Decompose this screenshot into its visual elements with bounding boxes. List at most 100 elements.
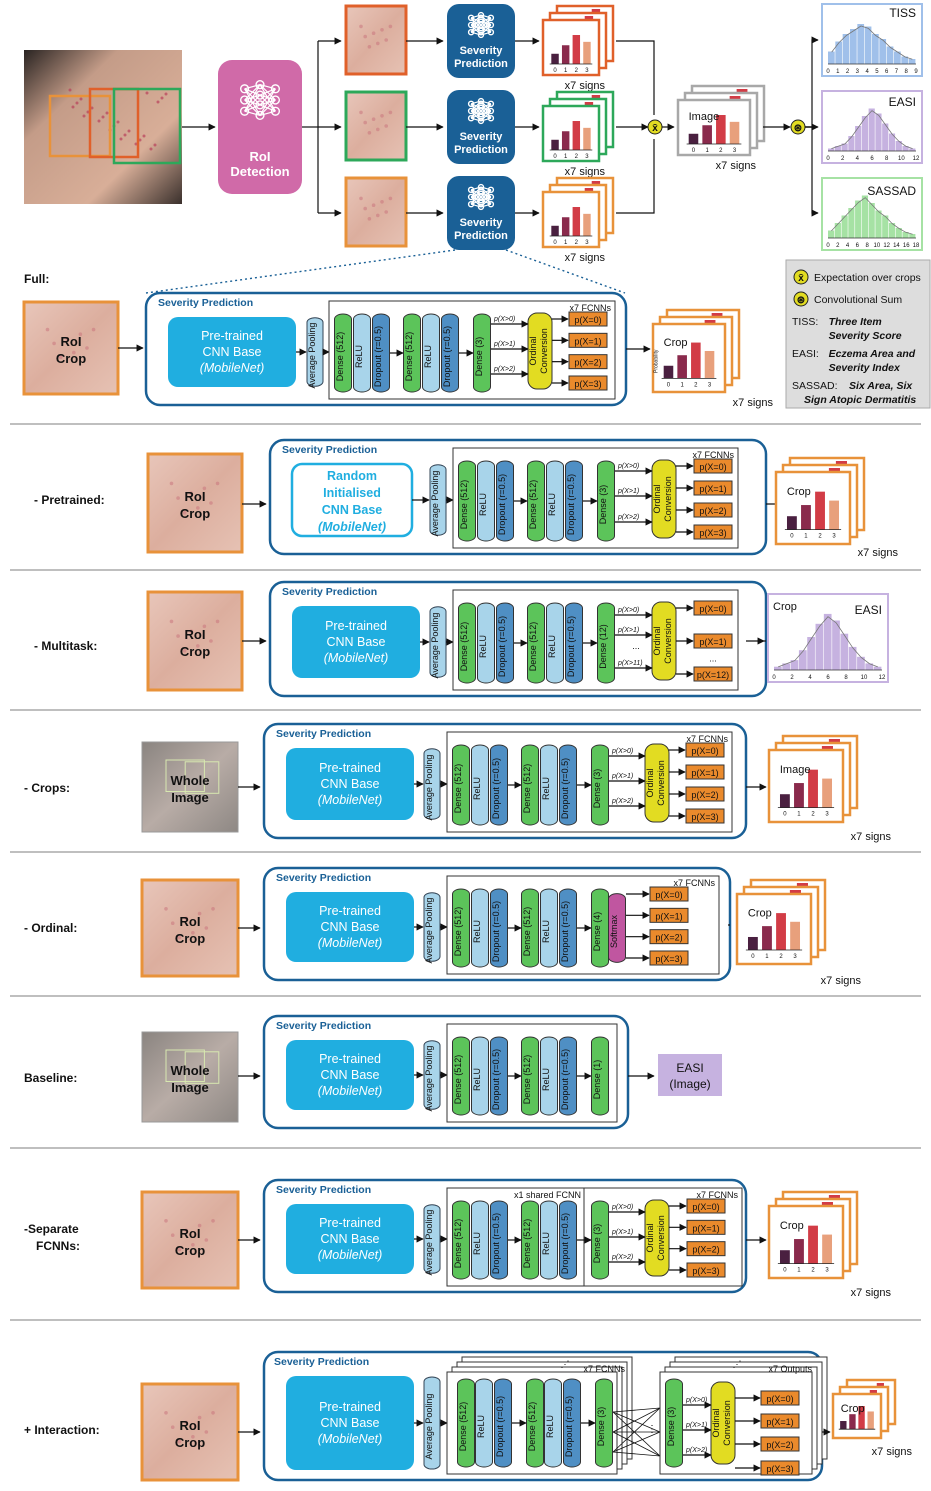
connector	[616, 40, 655, 115]
histogram-bar	[798, 650, 807, 670]
signs-label: x7 signs	[872, 1446, 913, 1458]
crop-label: RoI	[180, 1226, 201, 1241]
layer-label: Dropout (r=0.5)	[560, 1213, 570, 1274]
layer-label: Dense (4)	[592, 912, 602, 952]
network-layer: Dense (512)	[521, 744, 539, 826]
lesion-dot	[197, 1415, 202, 1420]
network-layer: ReLU	[540, 1200, 558, 1280]
lesion-dot	[376, 127, 380, 132]
histogram-bar	[855, 126, 862, 151]
lesion-dot	[170, 1425, 175, 1429]
histogram-bar	[909, 234, 916, 238]
tick-label: 1	[804, 534, 808, 540]
crop-label: Crop	[180, 644, 210, 659]
bar	[747, 936, 758, 950]
crop-label: RoI	[61, 334, 82, 349]
lesion-dot	[209, 639, 213, 643]
output-label: p(X=3)	[766, 1464, 793, 1474]
histogram-bar	[864, 26, 872, 64]
layer-label: Dense (3)	[598, 485, 608, 525]
cnn-label: CNN Base	[320, 777, 379, 791]
network-layer: Dropout (r=0.5)	[496, 602, 514, 684]
cnn-base-box	[286, 1204, 414, 1274]
network-layer: ReLU	[353, 313, 371, 393]
layer-label: Dense (12)	[598, 624, 608, 669]
ordinal-label: Ordinal	[528, 336, 538, 365]
network-layer: Average Pooling	[423, 892, 441, 963]
neural-network-icon	[239, 79, 281, 121]
cnn-label: CNN Base	[320, 1068, 379, 1082]
tick-label: 16	[903, 243, 910, 249]
histogram-bar	[873, 666, 882, 670]
histogram-bar	[908, 59, 916, 64]
layer-label: Dense (3)	[474, 337, 484, 377]
score-label: EASI	[855, 603, 882, 617]
severity-prediction-label: Severity	[460, 131, 504, 143]
cnn-base-box	[168, 317, 296, 387]
layer-pill	[597, 602, 615, 684]
network-layer: Average Pooling	[423, 1204, 441, 1275]
tick-label: 2	[575, 154, 579, 160]
tick-label: 3	[856, 69, 860, 75]
tick-label: 8	[905, 69, 909, 75]
lesion-dot	[197, 1223, 202, 1228]
layer-label: Dropout (r=0.5)	[442, 326, 452, 387]
layer-label: ReLU	[541, 1232, 551, 1255]
layer-label: Dense (512)	[458, 1402, 468, 1452]
roi-crop-image	[22, 300, 120, 396]
bar-cap	[584, 102, 594, 105]
signs-label: x7 signs	[716, 160, 757, 172]
lesion-dot	[384, 124, 389, 128]
expectation-icon	[793, 269, 809, 285]
layer-label: Dropout (r=0.5)	[491, 1049, 501, 1110]
cnn-label: (MobileNet)	[318, 1084, 383, 1098]
threshold-label: p(X>2)	[493, 366, 515, 373]
bar	[762, 926, 772, 950]
layer-label: ReLU	[541, 1068, 551, 1091]
conv-sum-symbol: ⊛	[794, 123, 802, 134]
tick-label: 2	[779, 954, 783, 960]
network-layer: Dropout (r=0.5)	[496, 460, 514, 542]
output-box	[693, 458, 733, 474]
legend-text: Three Item	[829, 316, 882, 328]
lesion-dot	[145, 91, 149, 95]
histogram-bar	[840, 633, 849, 670]
network-layer: ReLU	[546, 602, 564, 684]
network-layer: Dense (512)	[527, 460, 545, 542]
layer-label: Dropout (r=0.5)	[560, 901, 570, 962]
chart-card	[735, 892, 813, 966]
layer-label: Average Pooling	[424, 755, 434, 821]
histogram-bar	[888, 223, 896, 238]
lesion-dot	[376, 41, 380, 46]
expectation-symbol: x̄	[652, 123, 658, 134]
bar-cap	[828, 468, 840, 471]
fcnn-label: x7 FCNNs	[583, 1364, 625, 1374]
lesion-dot	[82, 114, 86, 118]
cnn-label: (MobileNet)	[318, 1432, 383, 1446]
easi-output-label: EASI	[676, 1061, 703, 1075]
lesion-dot	[359, 24, 363, 29]
network-layer: ReLU	[540, 744, 558, 826]
layer-pill	[471, 744, 489, 826]
network-layer: Dense (512)	[526, 1378, 544, 1468]
lesion-dot	[204, 1238, 209, 1242]
chart-label: Crop	[780, 1220, 804, 1232]
lesion-dot	[388, 24, 393, 29]
histogram-bar	[834, 146, 841, 151]
tick-label: 0	[553, 68, 557, 74]
roi-crop-image	[140, 1382, 240, 1482]
crop-label: RoI	[180, 914, 201, 929]
tick-label: 3	[585, 68, 589, 74]
lesion-dot	[169, 481, 174, 486]
threshold-label: p(X>1)	[617, 627, 639, 634]
output-label: p(X=0)	[574, 315, 601, 325]
layer-pill	[496, 602, 514, 684]
lesion-dot	[182, 649, 187, 653]
output-label: p(X=0)	[692, 1202, 719, 1212]
neural-network-icon	[467, 183, 495, 211]
severity-prediction-label: Prediction	[454, 230, 508, 242]
threshold-label: p(X>1)	[685, 1422, 707, 1429]
bar-cap	[584, 16, 594, 19]
layer-pill	[490, 1200, 508, 1280]
